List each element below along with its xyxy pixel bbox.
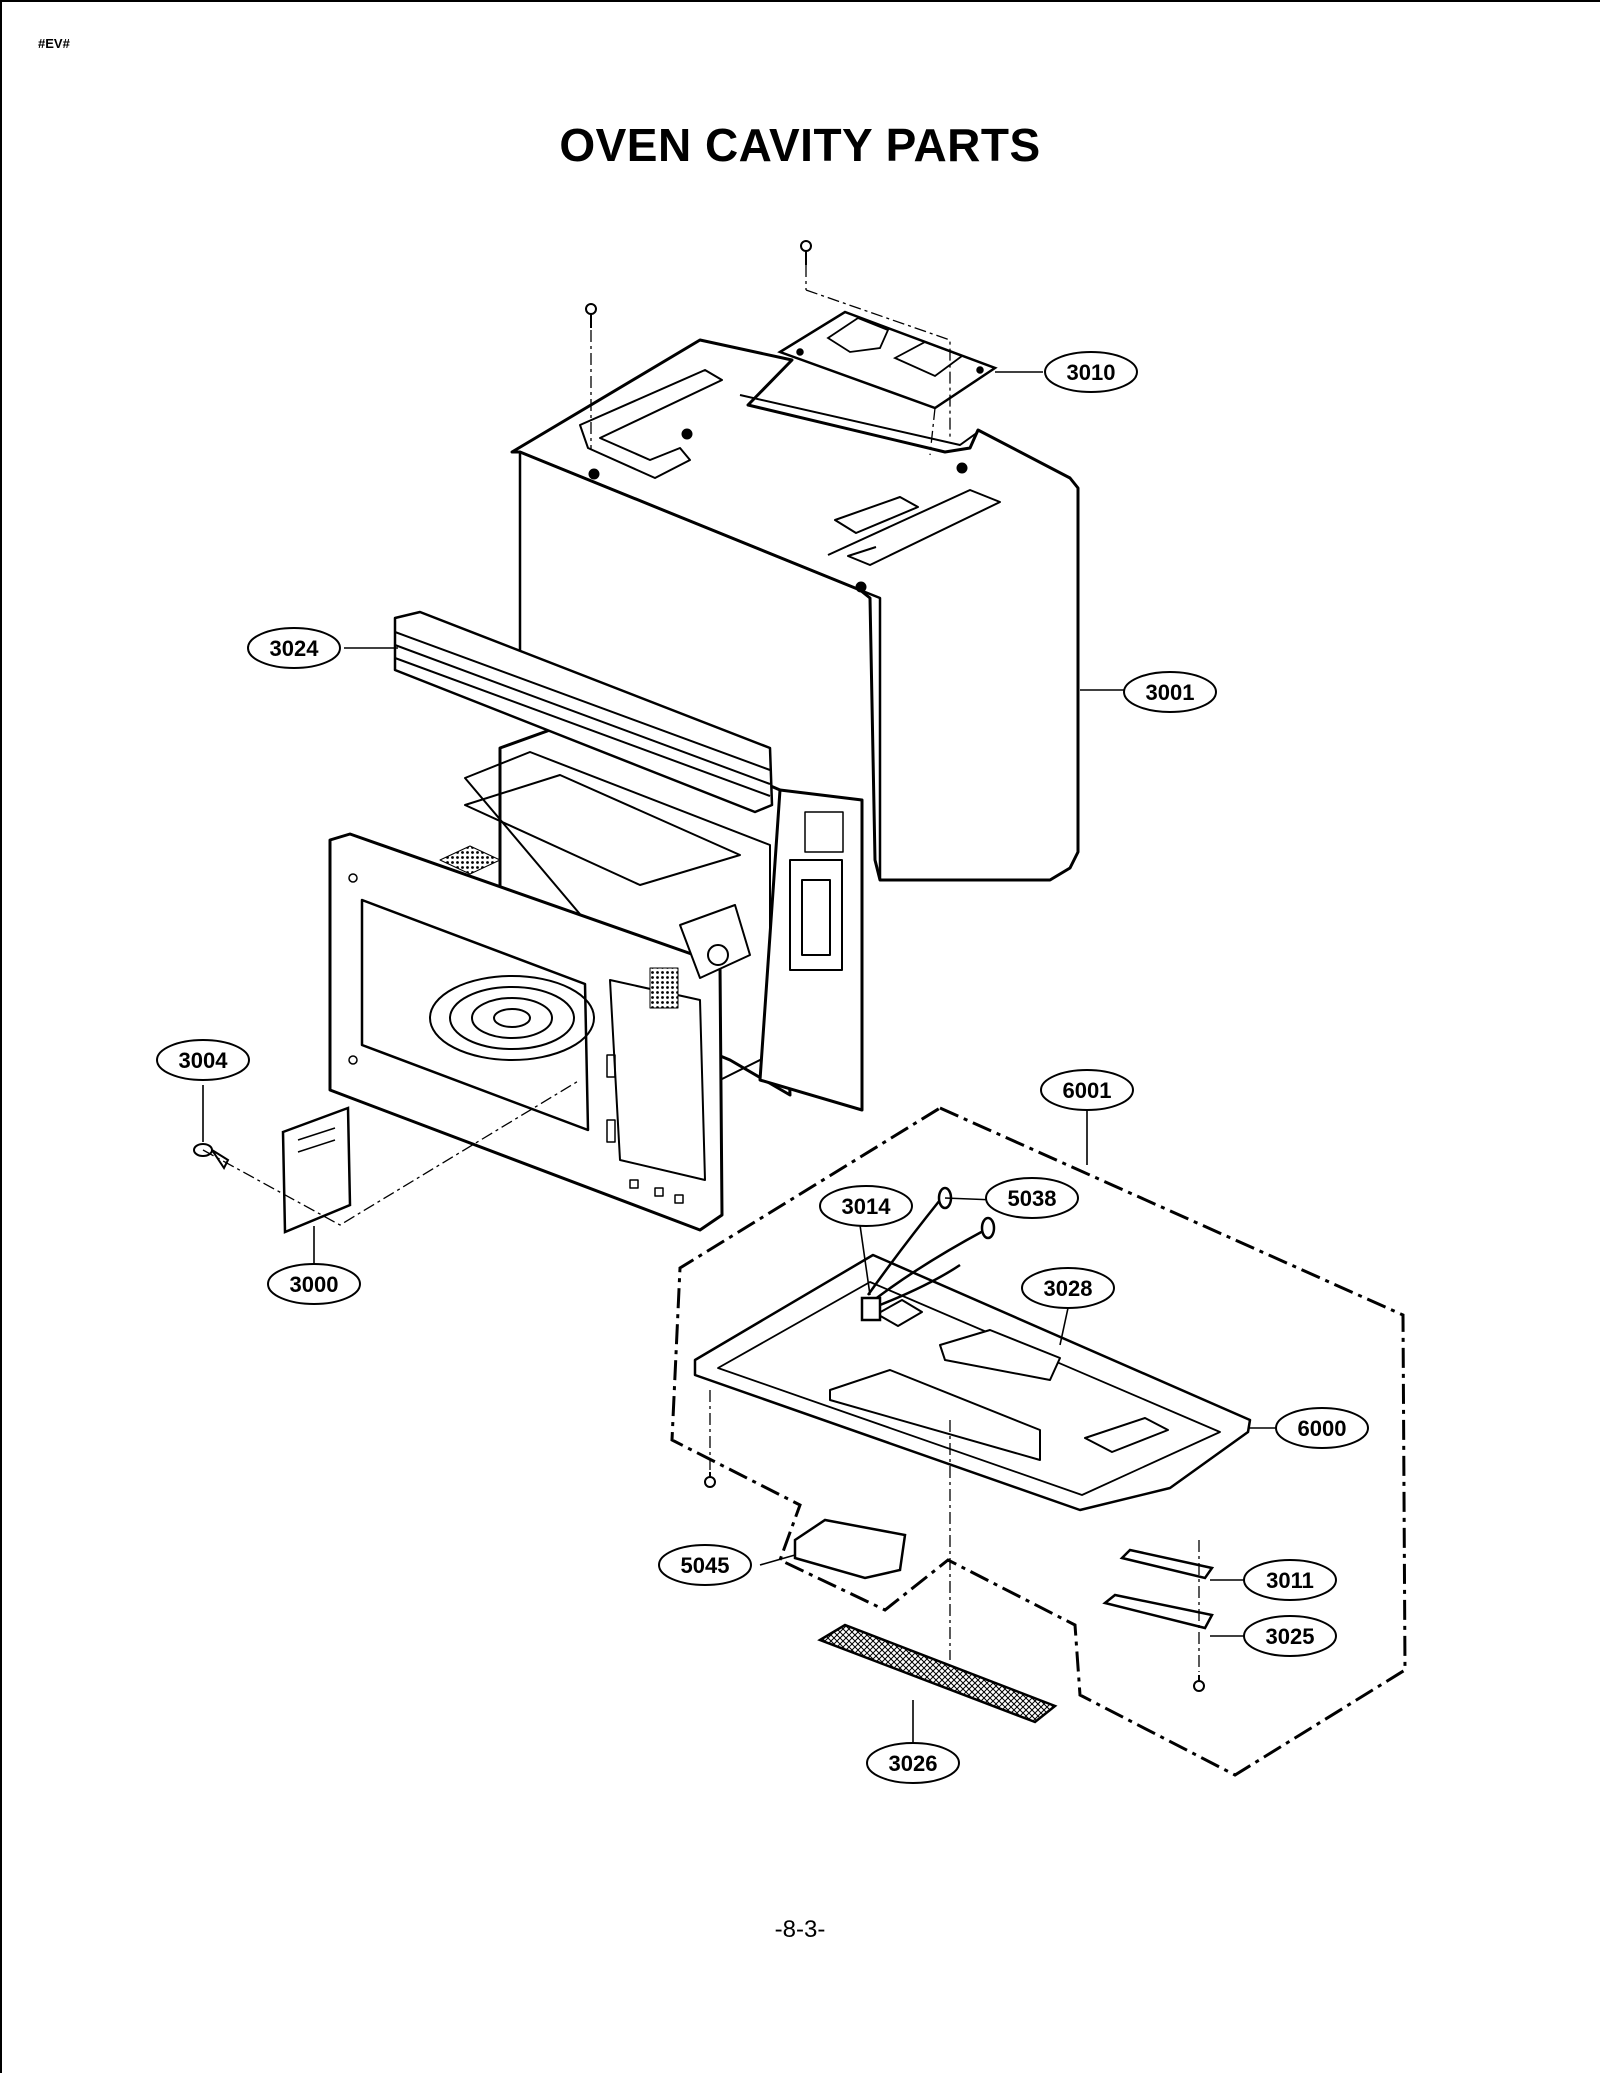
outer-case — [510, 338, 1080, 882]
document-code: #EV# — [38, 36, 70, 51]
callout-oval — [1044, 351, 1138, 393]
callout-oval — [1243, 1615, 1337, 1657]
fastener — [193, 1143, 230, 1170]
top-cover-plate — [777, 310, 998, 410]
callout-3024: 3024 — [247, 627, 341, 669]
leader-lines — [202, 371, 1283, 1742]
callout-oval — [267, 1263, 361, 1305]
callout-3010: 3010 — [1044, 351, 1138, 393]
wire-harness — [860, 1186, 996, 1322]
callout-label: 3001 — [1146, 680, 1195, 705]
callout-3004: 3004 — [156, 1039, 250, 1081]
callout-label: 3025 — [1266, 1624, 1315, 1649]
callout-label: 6000 — [1298, 1416, 1347, 1441]
page-number: -8-3- — [774, 1916, 826, 1943]
callout-3026: 3026 — [866, 1742, 960, 1784]
callout-3028: 3028 — [1021, 1267, 1115, 1309]
vent-grille — [393, 610, 774, 814]
alignment-lines — [202, 265, 1200, 1672]
callout-oval — [156, 1039, 250, 1081]
screws — [585, 240, 1205, 1692]
oven-cavity — [328, 710, 864, 1232]
callout-oval — [819, 1185, 913, 1227]
callout-6000: 6000 — [1275, 1407, 1369, 1449]
callout-oval — [866, 1742, 960, 1784]
page-title: OVEN CAVITY PARTS — [559, 119, 1041, 171]
small-parts — [793, 1518, 1215, 1630]
callout-oval — [1123, 671, 1217, 713]
callout-oval — [247, 627, 341, 669]
callout-label: 3024 — [270, 636, 320, 661]
base-plate-assembly — [693, 1253, 1252, 1512]
callout-label: 3010 — [1067, 360, 1116, 385]
callout-5045: 5045 — [658, 1544, 752, 1586]
callout-label: 3000 — [290, 1272, 339, 1297]
assembly-boundary — [670, 1106, 1407, 1777]
callout-3011: 3011 — [1243, 1559, 1337, 1601]
callout-3025: 3025 — [1243, 1615, 1337, 1657]
callout-label: 3028 — [1044, 1276, 1093, 1301]
callout-3014: 3014 — [819, 1185, 913, 1227]
callout-label: 3026 — [889, 1751, 938, 1776]
callout-3001: 3001 — [1123, 671, 1217, 713]
callout-label: 5038 — [1008, 1186, 1057, 1211]
callout-label: 3014 — [842, 1194, 892, 1219]
part-callouts: 3010 3024 3001 3004 3000 6001 3014 5038 3028 6000… — [156, 351, 1369, 1784]
grease-filter — [817, 1623, 1058, 1724]
callout-oval — [1021, 1267, 1115, 1309]
callout-label: 3011 — [1266, 1568, 1314, 1593]
callout-3000: 3000 — [267, 1263, 361, 1305]
callout-label: 6001 — [1063, 1078, 1112, 1103]
callout-oval — [1040, 1069, 1134, 1111]
callout-oval — [985, 1177, 1079, 1219]
callout-label: 3004 — [179, 1048, 229, 1073]
callout-oval — [658, 1544, 752, 1586]
callout-oval — [1243, 1559, 1337, 1601]
callout-5038: 5038 — [985, 1177, 1079, 1219]
callout-label: 5045 — [681, 1553, 730, 1578]
callout-oval — [1275, 1407, 1369, 1449]
waveguide-cover — [281, 1106, 352, 1234]
callout-6001: 6001 — [1040, 1069, 1134, 1111]
